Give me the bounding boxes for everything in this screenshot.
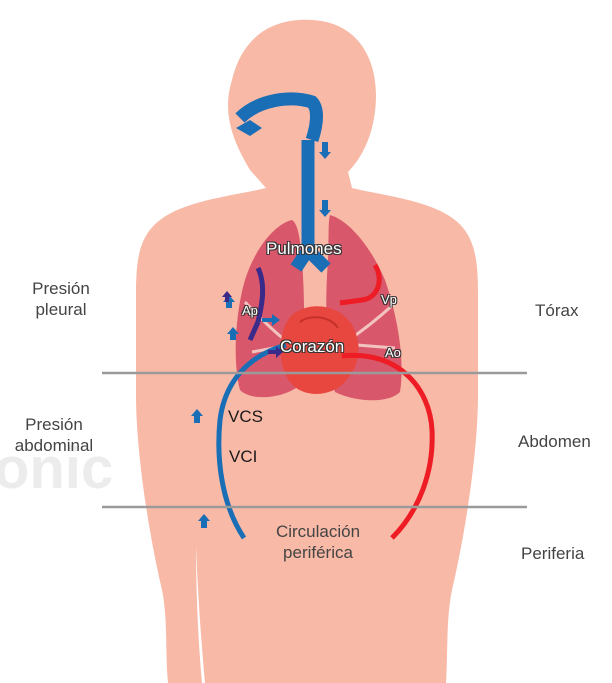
vci-label: VCI (229, 446, 257, 467)
periphery-label: Periferia (521, 543, 584, 564)
abdomen-label: Abdomen (518, 431, 591, 452)
ap-label: Ap (242, 300, 258, 321)
vcs-label: VCS (228, 406, 263, 427)
peripheral-circulation-text: Circulación periférica (263, 521, 373, 563)
lungs-label: Pulmones (266, 238, 342, 259)
heart-label: Corazón (280, 336, 344, 357)
ao-label: Ao (385, 342, 401, 363)
peripheral-circulation-label: Circulación periférica (263, 521, 373, 563)
abdominal-pressure-text: Presión abdominal (2, 414, 106, 456)
abdominal-pressure-label: Presión abdominal (2, 414, 106, 456)
pleural-pressure-label: Presión pleural (16, 278, 106, 320)
thorax-label: Tórax (535, 300, 578, 321)
vp-label: Vp (381, 289, 397, 310)
pleural-pressure-text: Presión pleural (16, 278, 106, 320)
